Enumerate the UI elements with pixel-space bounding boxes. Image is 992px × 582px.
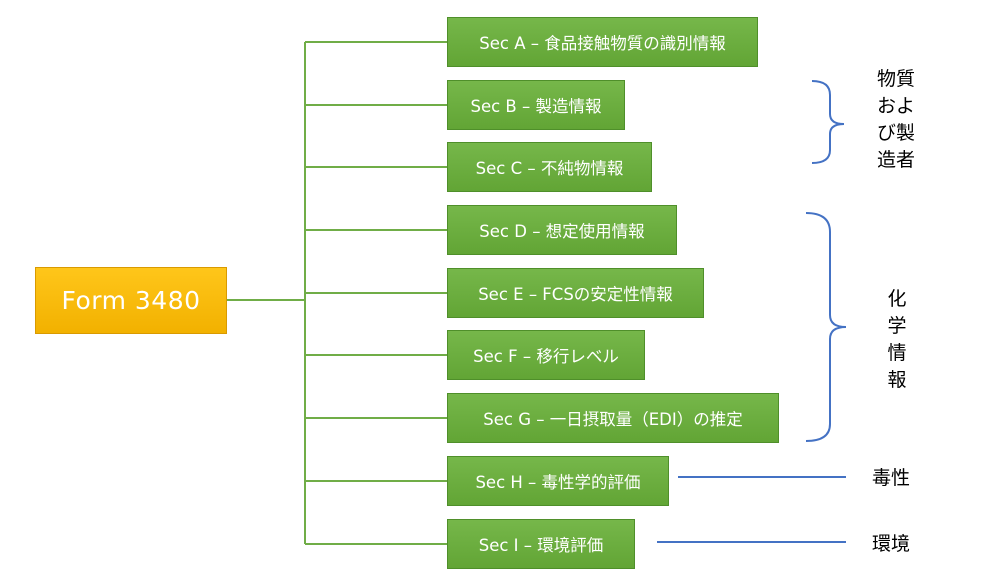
section-f-node: Sec F – 移行レベル [447, 330, 645, 380]
section-a-node: Sec A – 食品接触物質の識別情報 [447, 17, 758, 67]
section-g-node: Sec G – 一日摂取量（EDI）の推定 [447, 393, 779, 443]
section-d-node: Sec D – 想定使用情報 [447, 205, 677, 255]
group-markers [657, 80, 847, 543]
group-label-environment: 環境 [872, 533, 911, 555]
section-i-node: Sec I – 環境評価 [447, 519, 635, 569]
section-c-node: Sec C – 不純物情報 [447, 142, 652, 192]
tree-connectors [227, 41, 447, 545]
section-b-node: Sec B – 製造情報 [447, 80, 625, 130]
brace-chemical-info [805, 212, 847, 442]
brace-substance-manufacturer [811, 80, 845, 164]
group-label-substance-manufacturer: 物質および製造者 [876, 68, 915, 171]
section-e-node: Sec E – FCSの安定性情報 [447, 268, 704, 318]
group-label-toxicity: 毒性 [872, 467, 911, 489]
group-label-chemical-info: 化学情報 [887, 288, 907, 391]
section-h-node: Sec H – 毒性学的評価 [447, 456, 669, 506]
form-3480-node: Form 3480 [35, 267, 227, 334]
